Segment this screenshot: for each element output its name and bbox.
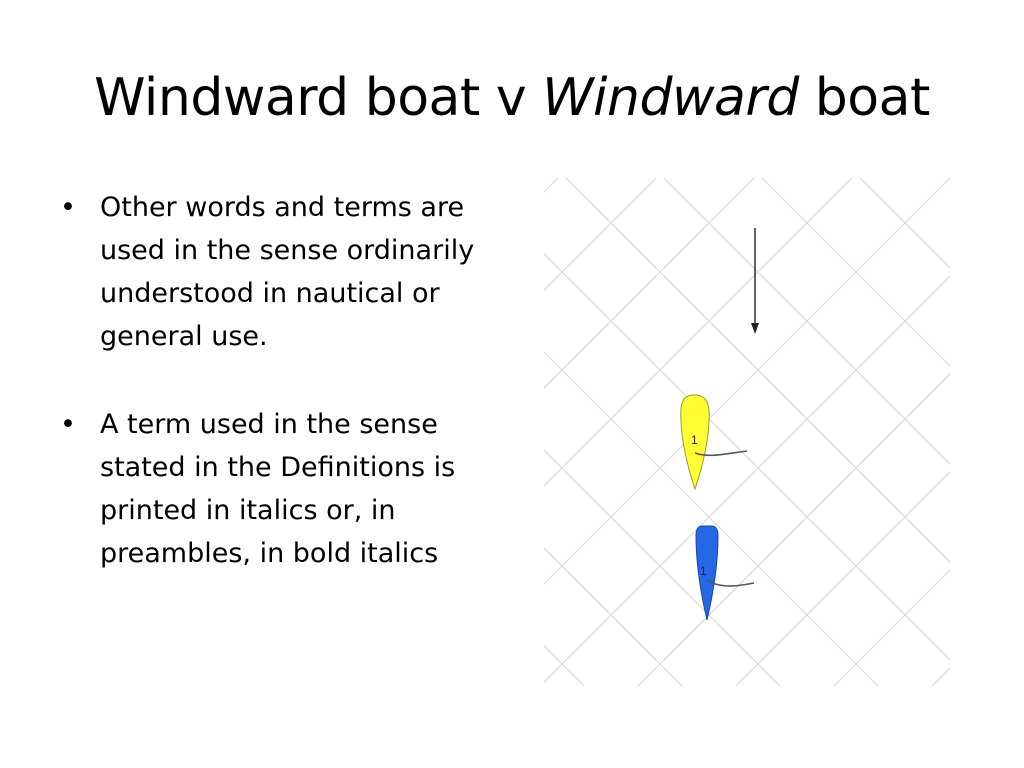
sailboat-icon: 1 bbox=[680, 394, 748, 491]
sailing-diagram: 1 1 bbox=[544, 178, 950, 686]
bullet-text: A term used in the sense stated in the D… bbox=[100, 409, 456, 569]
title-part-3: boat bbox=[798, 68, 931, 128]
title-part-italic: Windward bbox=[542, 68, 799, 128]
bullet-item: • A term used in the sense stated in the… bbox=[56, 403, 506, 575]
title-part-1: Windward boat v bbox=[94, 68, 543, 128]
slide-title: Windward boat v Windward boat bbox=[0, 60, 1024, 136]
bullet-list: • Other words and terms are used in the … bbox=[56, 186, 506, 620]
bullet-marker: • bbox=[60, 192, 76, 223]
boat-number-label: 1 bbox=[700, 564, 707, 578]
diagonal-grid bbox=[544, 178, 950, 686]
bullet-item: • Other words and terms are used in the … bbox=[56, 186, 506, 358]
bullet-text: Other words and terms are used in the se… bbox=[100, 192, 475, 352]
arrow-down-icon bbox=[751, 228, 759, 334]
sailboat-icon: 1 bbox=[695, 525, 755, 621]
sailing-diagram-svg: 1 1 bbox=[544, 178, 950, 686]
bullet-marker: • bbox=[60, 409, 76, 440]
boat-number-label: 1 bbox=[691, 433, 698, 447]
